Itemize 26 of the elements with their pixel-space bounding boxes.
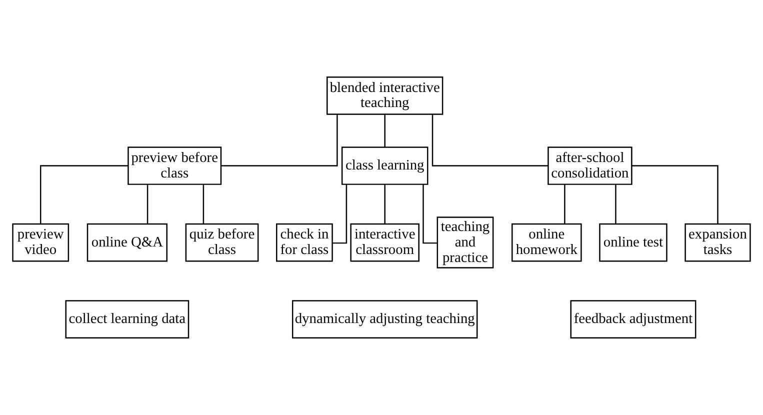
connector bbox=[615, 184, 616, 224]
node-box: online test bbox=[599, 223, 668, 262]
node-box: interactive classroom bbox=[350, 223, 420, 262]
node-box: preview video bbox=[12, 223, 70, 262]
node-box: class learning bbox=[341, 146, 428, 185]
node-box: teaching and practice bbox=[436, 216, 494, 268]
connector bbox=[146, 184, 148, 224]
connector bbox=[202, 184, 204, 224]
node-box: check in for class bbox=[276, 223, 333, 262]
node-box: collect learning data bbox=[65, 300, 190, 338]
connector bbox=[221, 114, 338, 166]
connector bbox=[632, 165, 718, 224]
node-box: blended interactive teaching bbox=[326, 76, 444, 115]
connector bbox=[384, 114, 386, 147]
node-box: feedback adjustment bbox=[570, 300, 696, 338]
node-box: dynamically adjusting teaching bbox=[292, 300, 478, 338]
node-box: online Q&A bbox=[86, 223, 168, 262]
connector bbox=[384, 184, 386, 224]
node-box: online homework bbox=[512, 223, 582, 262]
connector bbox=[564, 184, 566, 224]
node-box: expansion tasks bbox=[684, 223, 751, 262]
node-box: preview before class bbox=[128, 146, 222, 185]
connector bbox=[432, 114, 548, 166]
connector bbox=[40, 165, 128, 224]
node-box: after-school consolidation bbox=[548, 146, 632, 185]
node-box: quiz before class bbox=[185, 223, 259, 262]
